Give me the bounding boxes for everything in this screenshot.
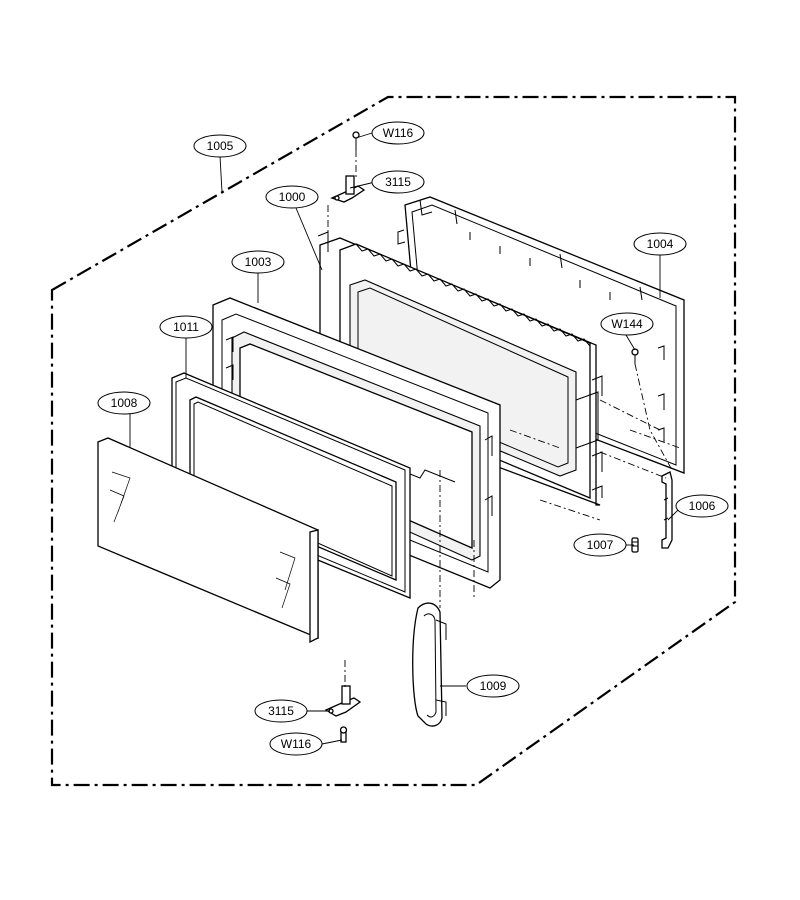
callout-label-1007: 1007 — [587, 538, 614, 552]
callout-label-1000: 1000 — [279, 190, 306, 204]
part-1009-door-handle — [412, 602, 447, 727]
callout-1006: 1006 — [675, 494, 729, 518]
callout-label-1011: 1011 — [173, 320, 199, 334]
callout-1011: 1011 — [159, 315, 213, 339]
part-3115-top-hinge — [330, 175, 366, 203]
callout-label-1009: 1009 — [480, 679, 507, 693]
part-w144-screw — [631, 348, 639, 364]
callout-label-1004: 1004 — [647, 237, 674, 251]
callout-label-w116-top: W116 — [383, 126, 414, 140]
part-1011-seal-frame — [171, 372, 411, 599]
callout-1004: 1004 — [633, 232, 687, 256]
callout-1005: 1005 — [193, 134, 247, 158]
callout-1009: 1009 — [466, 674, 520, 698]
callout-label-w116-bottom: W116 — [281, 737, 312, 751]
callout-3115-bottom: 3115 — [254, 699, 308, 723]
part-1008-glass-panel — [97, 437, 319, 644]
callout-leaders — [129, 132, 683, 745]
callout-label-w144: W144 — [611, 317, 643, 331]
part-1000-door-frame — [315, 231, 603, 506]
callout-label-1005: 1005 — [207, 139, 234, 153]
callout-1000: 1000 — [265, 185, 319, 209]
part-w116-top-screw — [352, 131, 360, 150]
callout-1003: 1003 — [231, 250, 285, 274]
callout-w116-top: W116 — [371, 121, 425, 145]
assembly-centerlines — [327, 150, 681, 690]
assembly-boundary — [50, 95, 737, 787]
callout-label-1006: 1006 — [689, 499, 716, 513]
part-w116-bottom-screw — [339, 726, 348, 743]
callout-label-3115-bottom: 3115 — [268, 704, 294, 718]
callout-3115-top: 3115 — [371, 170, 425, 194]
callout-label-1008: 1008 — [111, 396, 138, 410]
callout-w144: W144 — [600, 312, 654, 336]
part-3115-bottom-hinge — [324, 685, 362, 717]
callout-1008: 1008 — [97, 391, 151, 415]
callout-1007: 1007 — [573, 533, 627, 557]
part-1006-latch — [661, 471, 673, 549]
callout-label-1003: 1003 — [245, 255, 272, 269]
callout-w116-bottom: W116 — [269, 732, 323, 756]
callout-label-3115-top: 3115 — [385, 175, 411, 189]
